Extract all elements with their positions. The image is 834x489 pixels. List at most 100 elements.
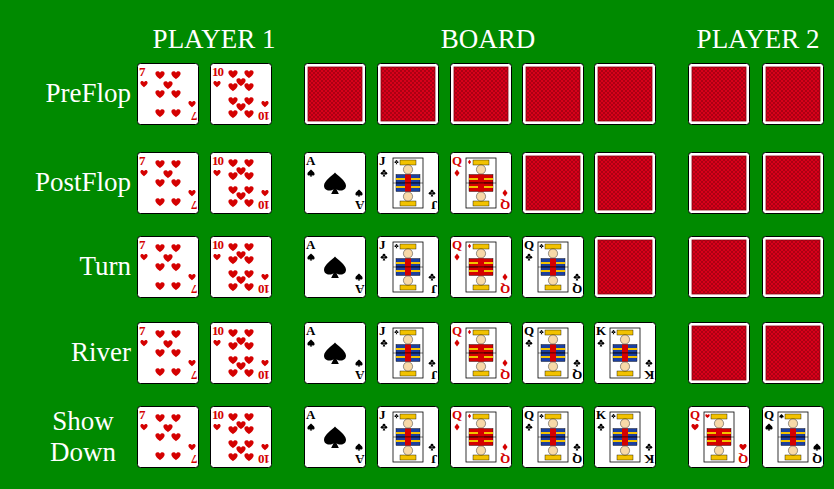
playing-card: JJ [377, 236, 439, 298]
heart-pip [228, 329, 237, 337]
robe-trim [405, 429, 411, 438]
card-rank: A [356, 453, 364, 466]
card-rank: 10 [212, 65, 223, 78]
heart-pip [228, 453, 237, 461]
face [620, 362, 629, 371]
playing-card: 77 [137, 236, 199, 298]
card-outline [595, 323, 656, 384]
robe-trim [622, 345, 628, 354]
club-pip [574, 360, 580, 367]
face [788, 446, 797, 455]
card-outline [451, 323, 512, 384]
card-face [137, 236, 199, 298]
face [403, 446, 412, 455]
club-pip [395, 244, 399, 248]
heart-pip [155, 433, 164, 441]
heart-pip [171, 263, 180, 271]
heart-pip [228, 70, 237, 78]
crown [400, 414, 416, 419]
card-face [137, 152, 199, 214]
club-lobe [429, 362, 432, 365]
face-frame [466, 412, 496, 462]
card-outline [305, 407, 366, 468]
card-rank: Q [501, 199, 510, 212]
robe [541, 437, 565, 446]
card-outline [138, 407, 199, 468]
diamond-pip [454, 169, 459, 176]
heart-pip [228, 97, 237, 105]
club-lobe [574, 446, 577, 449]
heart-pip [228, 342, 237, 350]
club-lobe [614, 415, 616, 417]
frame-divider [538, 437, 568, 438]
card-outline [763, 407, 824, 468]
heart-pip [188, 101, 195, 107]
club-pip [540, 244, 544, 248]
club-pip [574, 274, 580, 281]
club-lobe [577, 446, 580, 449]
figure-bottom [469, 183, 493, 206]
figure-bottom [469, 437, 493, 460]
heart-pip [739, 444, 746, 450]
frame-divider [393, 437, 423, 438]
robe [469, 345, 493, 354]
heart-pip [188, 444, 195, 450]
crown [473, 201, 489, 206]
card-back [451, 64, 512, 125]
spade-pip [307, 424, 314, 431]
card-back [689, 64, 750, 125]
card-outline [305, 323, 366, 384]
club-stem [600, 427, 603, 431]
playing-card: QQ [522, 322, 584, 384]
figure-top [541, 330, 565, 353]
heart-pip [244, 342, 253, 350]
card-rank: 7 [192, 283, 198, 296]
face [548, 362, 557, 371]
club-stem [541, 416, 543, 418]
card-rank: Q [524, 324, 533, 337]
crown [473, 285, 489, 290]
diamond-pip [502, 443, 507, 450]
heart-pip [140, 81, 147, 87]
heart-pip [228, 369, 237, 377]
crown [473, 244, 489, 249]
spade-pip [307, 340, 314, 347]
heart-pip [171, 452, 180, 460]
heart-pip [261, 101, 268, 107]
crown [545, 330, 561, 335]
heart-pip [244, 453, 253, 461]
crown [785, 455, 801, 460]
heart-pip [155, 179, 164, 187]
card-outline [378, 407, 439, 468]
frame-divider [610, 437, 640, 438]
card-rank: 7 [192, 369, 198, 382]
robe-trim [405, 353, 411, 362]
club-lobe [529, 342, 532, 345]
card-outline [211, 153, 272, 214]
figure-top [396, 160, 420, 183]
robe [613, 437, 637, 446]
card-rank: 7 [192, 110, 198, 123]
card-rank: Q [764, 408, 773, 421]
heart-pip [236, 251, 245, 259]
card-rank: J [432, 283, 438, 296]
crown [400, 244, 416, 249]
robe-trim [405, 267, 411, 276]
card-rank: Q [452, 238, 461, 251]
heart-pip [228, 110, 237, 118]
playing-card: AA [304, 406, 366, 468]
robe-trim [550, 437, 556, 446]
robe-trim [405, 175, 411, 184]
robe [541, 353, 565, 362]
club-stem [600, 343, 603, 347]
card-rank: 7 [139, 238, 145, 251]
heart-pip [244, 70, 253, 78]
club-pip [381, 340, 387, 347]
playing-card: 77 [137, 152, 199, 214]
club-lobe [574, 276, 577, 279]
club-lobe [397, 331, 399, 333]
club-lobe [384, 342, 387, 345]
card-back [763, 323, 824, 384]
club-pip [646, 444, 652, 451]
card-rank: Q [452, 324, 461, 337]
